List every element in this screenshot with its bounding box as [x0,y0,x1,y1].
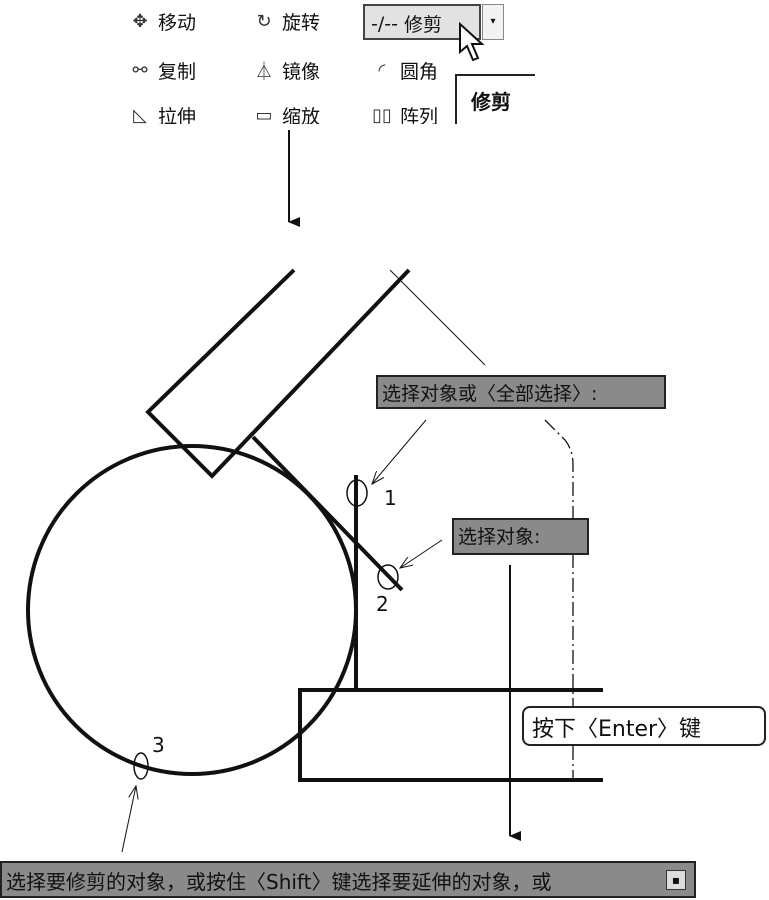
trim-button[interactable]: -/--修剪 [363,4,481,40]
command-prompt: 选择要修剪的对象，或按住〈Shift〉键选择要延伸的对象，或 [6,870,552,894]
point-label: 3 [152,733,165,757]
tool-fillet[interactable]: ◜ 圆角 [370,57,439,84]
select-all-callout: 选择对象或〈全部选择〉: [376,375,666,409]
pick-point-3 [133,752,149,780]
scale-icon: ▭ [255,105,273,124]
tool-label: 圆角 [400,61,439,83]
command-expand-button[interactable]: ▪ [666,870,686,890]
command-line[interactable]: 选择要修剪的对象，或按住〈Shift〉键选择要延伸的对象，或 ▪ [0,861,696,898]
tooltip: 修剪 [455,74,535,124]
tool-label: 镜像 [282,61,321,83]
pointer-arrow [400,539,443,568]
tool-rotate[interactable]: ↻ 旋转 [252,8,320,35]
thin-line [389,269,486,366]
point-label: 2 [376,592,389,616]
mirror-icon: ⏃ [255,61,273,83]
rotate-icon: ↻ [256,11,272,32]
tool-label: 移动 [158,12,197,34]
copy-icon: ⚯ [132,60,148,81]
move-icon: ✥ [132,11,148,32]
trim-icon: -/-- [371,12,398,35]
enter-callout: 按下〈Enter〉键 [522,706,766,746]
trim-label: 修剪 [403,14,442,36]
tangent-line [251,435,404,592]
tool-copy[interactable]: ⚯ 复制 [128,57,196,84]
pick-point-2 [377,564,399,590]
tool-label: 阵列 [400,106,439,124]
fillet-icon: ◜ [378,60,386,81]
tool-label: 复制 [158,61,197,83]
pointer-arrow [372,419,427,484]
lower-rectangle [298,688,603,782]
array-icon: ▯▯ [372,105,392,124]
select-callout: 选择对象: [452,518,589,555]
center-line [544,419,574,780]
tool-scale[interactable]: ▭ 缩放 [252,102,320,124]
tool-array[interactable]: ▯▯ 阵列 [370,102,438,124]
upper-rectangle [145,268,411,479]
tool-label: 旋转 [282,12,321,34]
tool-label: 拉伸 [158,106,197,124]
pointer-arrow [121,786,136,853]
pick-point-1 [346,479,368,507]
stretch-icon: ◺ [133,105,147,124]
tool-label: 缩放 [282,106,321,124]
tool-stretch[interactable]: ◺ 拉伸 [128,102,196,124]
tool-move[interactable]: ✥ 移动 [128,8,196,35]
point-label: 1 [384,486,397,510]
circle [26,444,358,776]
tool-mirror[interactable]: ⏃ 镜像 [252,57,320,84]
cursor-icon [459,22,485,62]
trim-dropdown-button[interactable]: ▾ [482,4,504,40]
